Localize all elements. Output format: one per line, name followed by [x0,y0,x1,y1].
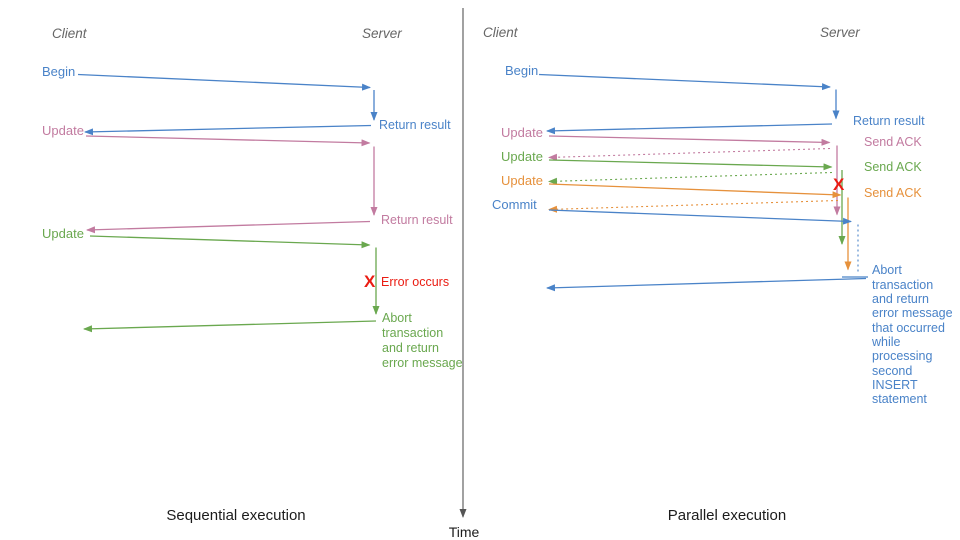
right-abort-note: Abort transaction and return error messa… [871,263,953,406]
right-update-3-request-arrow [548,183,842,199]
right-abort-line-7: processing [872,349,932,363]
right-error-x-icon: X [833,175,845,194]
right-send-ack-1-arrow [548,147,831,161]
right-abort-line-2: transaction [872,278,933,292]
right-abort-line-4: error message [872,306,953,320]
right-update-2-request-arrow [548,159,833,171]
right-send-ack-2-label: Send ACK [864,160,922,174]
right-abort-line-8: second [872,364,912,378]
right-update-1-request-arrow [548,135,831,146]
left-abort-note: Abort transaction and return error messa… [382,311,463,370]
left-abort-line-1: Abort [382,311,412,325]
left-abort-line-2: transaction [382,326,443,340]
right-update-3-label: Update [501,173,543,188]
time-axis-label: Time [449,524,480,540]
right-commit-label: Commit [492,197,537,212]
left-update-1-label: Update [42,123,84,138]
time-axis: Time [449,8,480,540]
left-begin-label: Begin [42,64,75,79]
left-error-x-icon: X [364,272,376,291]
right-server-header: Server [820,25,860,40]
left-server-header: Server [362,26,402,41]
right-abort-return-arrow [546,277,867,292]
left-return-result-1-arrow [84,124,372,136]
left-abort-line-4: error message [382,356,463,370]
right-abort-line-10: statement [872,392,927,406]
right-send-ack-2-arrow [548,171,833,185]
right-abort-line-1: Abort [872,263,902,277]
right-abort-line-5: that occurred [872,321,945,335]
left-client-header: Client [52,26,88,41]
right-abort-line-3: and return [872,292,929,306]
right-begin-label: Begin [505,63,538,78]
right-abort-line-6: while [871,335,901,349]
right-return-result-label: Return result [853,114,925,128]
left-update-1-request-arrow [85,135,371,147]
right-send-ack-3-label: Send ACK [864,186,922,200]
left-return-result-1-label: Return result [379,118,451,132]
left-return-result-2-label: Return result [381,213,453,227]
left-caption: Sequential execution [166,507,305,524]
right-begin-request-arrow [538,73,831,91]
left-begin-request-arrow [77,73,371,91]
right-update-1-label: Update [501,125,543,140]
right-client-header: Client [483,25,519,40]
left-update-2-label: Update [42,226,84,241]
right-abort-line-9: INSERT [872,378,918,392]
left-abort-line-3: and return [382,341,439,355]
left-abort-return-arrow [83,320,377,333]
right-send-ack-1-label: Send ACK [864,135,922,149]
left-error-occurs-label: Error occurs [381,275,449,289]
right-return-result-arrow [546,123,833,135]
right-sequence-diagram: Client Server Begin Return result Update… [483,25,953,524]
right-caption: Parallel execution [668,507,786,524]
right-update-2-label: Update [501,149,543,164]
left-sequence-diagram: Client Server Begin Return result Update… [42,26,463,524]
right-send-ack-3-arrow [548,199,839,213]
right-commit-request-arrow [548,209,852,225]
left-return-result-2-arrow [86,220,371,234]
left-update-2-request-arrow [89,235,371,249]
